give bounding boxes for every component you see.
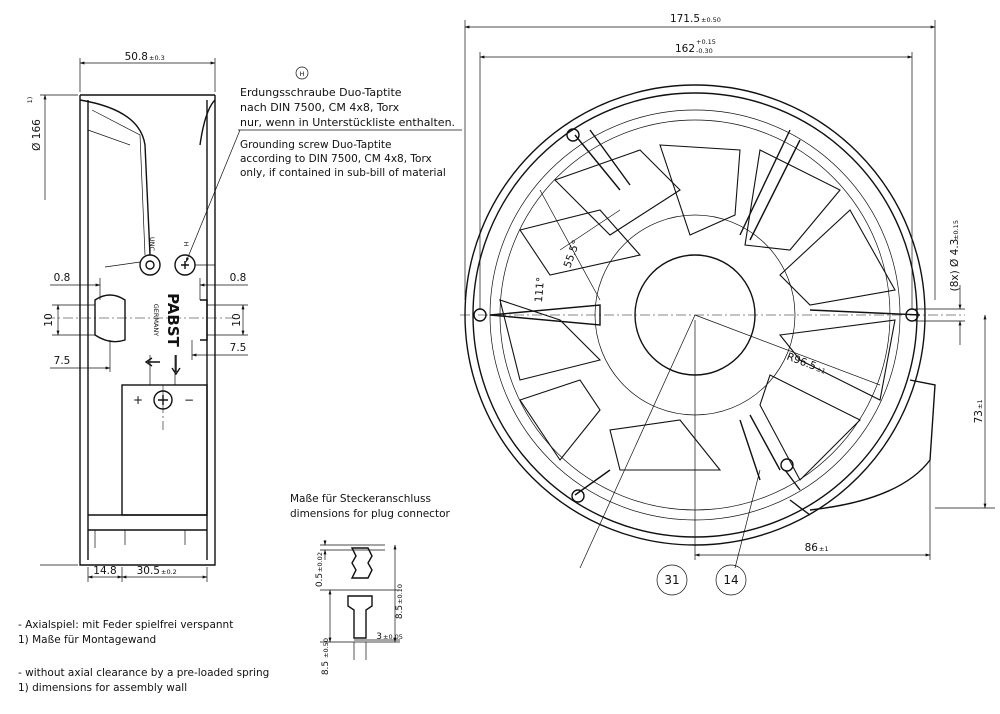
dim-0-8-left: 0.8 (50, 272, 101, 300)
dim-162: 162 +0.15 -0.30 (479, 38, 913, 310)
plug-dim-85b-tol: ±0.50 (322, 638, 330, 658)
dim-50-8-tol: ±0.3 (149, 54, 165, 62)
dim-171-5: 171.5 ±0.50 (464, 13, 936, 300)
dim-10-right: 10 (207, 304, 248, 336)
dim-diameter-value: Ø 166 (31, 119, 43, 151)
callout-de-line2: nach DIN 7500, CM 4x8, Torx (240, 101, 400, 114)
side-view: UNC H PABST GERMANY + − 50.8 ±0.3 Ø 166 … (26, 51, 248, 582)
callout-en-line2: according to DIN 7500, CM 4x8, Torx (240, 153, 432, 165)
balloon-14: 14 (715, 564, 747, 596)
callout-de-line1: Erdungsschraube Duo-Taptite (240, 86, 402, 99)
terminal-arrow-left (144, 357, 160, 367)
radius-tol: ±1 (815, 365, 827, 376)
dim-holes-value: (8x) Ø 4.3 (949, 239, 961, 292)
plug-title-en: dimensions for plug connector (290, 508, 450, 520)
plug-dim-85b: 8.5 (321, 661, 331, 675)
callout-en-line3: only, if contained in sub-bill of materi… (240, 167, 446, 179)
label-h-small: H (182, 242, 190, 247)
plug-dim-05: 0.5 (315, 573, 325, 587)
dim-10-left-value: 10 (43, 313, 55, 326)
dim-7-5-left: 7.5 (50, 340, 111, 372)
callout-de-line3: nur, wenn in Unterstückliste enthalten. (240, 116, 455, 129)
dim-0-8-right-value: 0.8 (230, 272, 247, 284)
angle-55-5: 55.5° (562, 238, 583, 269)
dim-162-tol-up: +0.15 (696, 38, 716, 46)
dim-14-8-value: 14.8 (93, 565, 116, 577)
terminal-screw (153, 385, 173, 430)
plug-dim-3: 3 (376, 632, 382, 642)
plus-sign: + (133, 393, 143, 407)
note-line4: 1) dimensions for assembly wall (18, 682, 187, 694)
dim-7-5-left-value: 7.5 (54, 355, 71, 367)
plug-dim-85a: 8.5 (395, 605, 405, 619)
dim-bottom: 14.8 30.5 ±0.2 (87, 565, 208, 582)
balloon-31: 31 (656, 564, 688, 596)
pabst-logo: PABST (164, 293, 182, 347)
label-unc: UNC (148, 237, 156, 252)
callout-marker: H (300, 70, 305, 78)
dim-30-5-value: 30.5 (137, 565, 160, 577)
dim-0-8-left-value: 0.8 (54, 272, 71, 284)
plug-dim-05-tol: ±0.02 (316, 552, 324, 572)
plug-blade-top (350, 547, 373, 579)
dim-73-tol: ±1 (976, 399, 984, 409)
plug-title-de: Maße für Steckeranschluss (290, 493, 431, 505)
side-view-frame (79, 94, 216, 566)
dim-7-5-right: 7.5 (191, 340, 248, 360)
note-line2: 1) Maße für Montagewand (18, 634, 156, 646)
minus-sign: − (184, 393, 194, 407)
dim-162-value: 162 (675, 43, 695, 55)
dim-diameter-166: Ø 166 1) (26, 94, 78, 566)
dim-diameter-note: 1) (26, 97, 34, 104)
terminal-arrow-down (171, 355, 181, 376)
dim-162-tol-down: -0.30 (696, 47, 713, 55)
plug-dimensions: Maße für Steckeranschluss dimensions for… (290, 493, 450, 675)
dim-86-tol: ±1 (819, 545, 829, 553)
grounding-screw-callout: H Erdungsschraube Duo-Taptite nach DIN 7… (185, 66, 462, 263)
dim-73-value: 73 (973, 410, 985, 423)
note-line3: - without axial clearance by a pre-loade… (18, 667, 269, 679)
dim-171-5-tol: ±0.50 (701, 16, 721, 24)
plug-blade-bottom (347, 595, 373, 639)
dim-73: 73 ±1 (935, 314, 995, 509)
struts (489, 129, 921, 496)
dim-7-5-right-value: 7.5 (230, 342, 247, 354)
dim-0-8-right: 0.8 (199, 272, 248, 300)
plug-dim-85a-tol: ±0.10 (396, 584, 404, 604)
dim-50-8: 50.8 ±0.3 (79, 51, 216, 92)
dim-86-value: 86 (805, 542, 819, 554)
dim-10-left: 10 (43, 304, 95, 336)
callout-en-line1: Grounding screw Duo-Taptite (240, 139, 391, 151)
radius-value: R96.5 (785, 351, 818, 373)
notes: - Axialspiel: mit Feder spielfrei verspa… (18, 619, 269, 694)
note-line1: - Axialspiel: mit Feder spielfrei verspa… (18, 619, 233, 631)
dim-holes-tol: ±0.15 (952, 220, 960, 240)
dim-holes: (8x) Ø 4.3 ±0.15 (915, 220, 965, 345)
dim-86: 86 ±1 (694, 320, 931, 560)
dim-171-5-value: 171.5 (670, 13, 700, 25)
plug-dim-3-tol: ±0.05 (383, 633, 403, 641)
angle-111: 111° (533, 277, 547, 303)
fan-blades (499, 144, 896, 481)
balloon-14-label: 14 (723, 573, 738, 587)
radius-line (694, 314, 881, 386)
dim-50-8-value: 50.8 (125, 51, 148, 63)
radius-label: R96.5 ±1 (785, 351, 827, 376)
pabst-logo-sub: GERMANY (152, 304, 160, 337)
front-view: 55.5° 111° R96.5 ±1 171.5 ±0.50 162 +0.1… (460, 13, 995, 596)
dim-30-5-tol: ±0.2 (161, 568, 177, 576)
grounding-screw (104, 254, 215, 276)
balloon-31-label: 31 (664, 573, 679, 587)
dim-10-right-value: 10 (231, 313, 243, 326)
